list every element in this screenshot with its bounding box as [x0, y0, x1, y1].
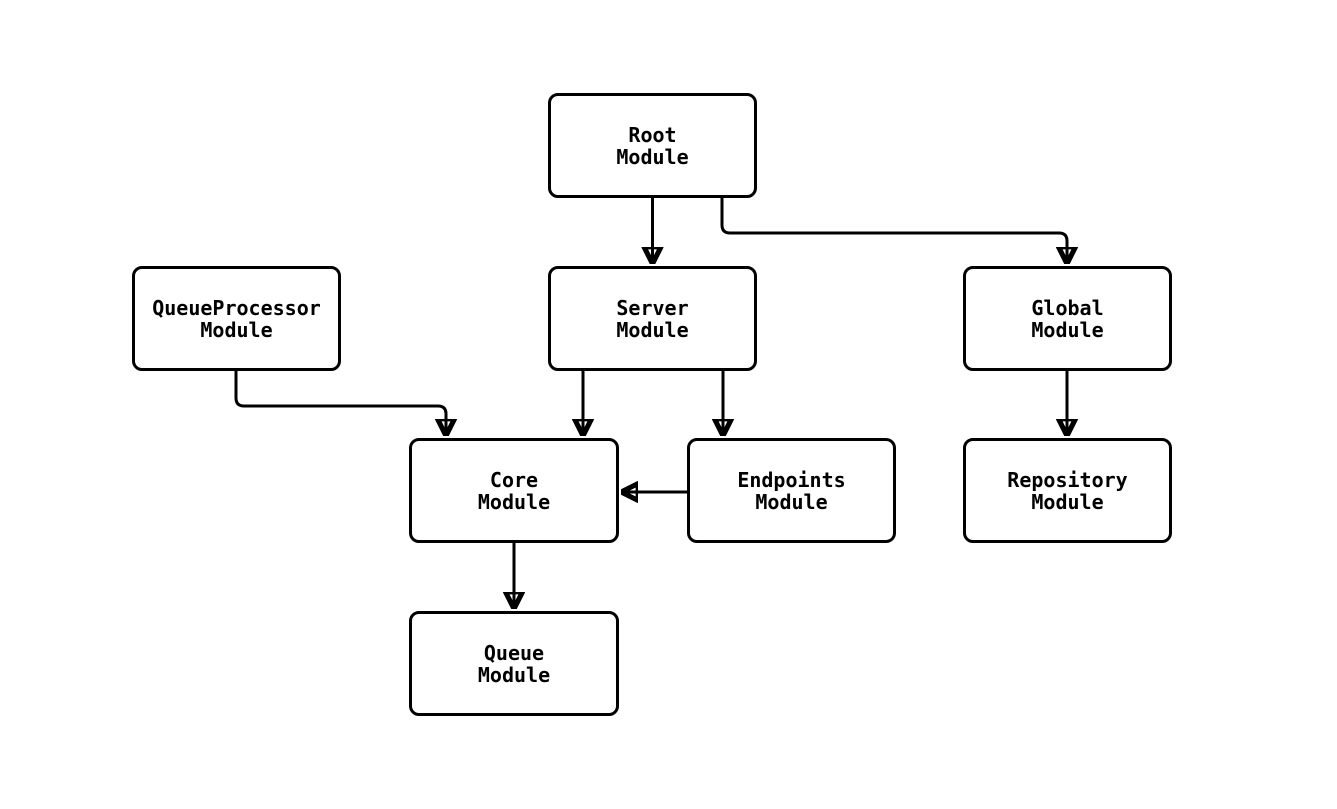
node-label-line2: Module: [616, 317, 689, 342]
node-repository-module: Repository Module: [963, 438, 1172, 543]
node-label-line1: Endpoints: [737, 467, 846, 492]
edge-root-to-global: [720, 198, 1067, 263]
node-label-line1: Repository: [1007, 467, 1128, 492]
node-label-line1: Root: [628, 122, 677, 147]
node-label-line2: Module: [1031, 317, 1104, 342]
node-label-line1: Server: [616, 295, 689, 320]
node-queue-module: Queue Module: [409, 611, 619, 716]
node-label-line2: Module: [200, 317, 273, 342]
node-label-line2: Module: [755, 489, 828, 514]
node-label-line2: Module: [616, 144, 689, 169]
node-queueprocessor-module: QueueProcessor Module: [132, 266, 341, 371]
node-label-line2: Module: [1031, 489, 1104, 514]
node-server-module: Server Module: [548, 266, 757, 371]
edge-queueprocessor-to-core: [234, 371, 446, 435]
node-label-line1: QueueProcessor: [152, 295, 321, 320]
node-core-module: Core Module: [409, 438, 619, 543]
node-label-line1: Global: [1031, 295, 1104, 320]
node-label-line2: Module: [477, 489, 551, 514]
node-label-line1: Core: [489, 467, 539, 492]
node-global-module: Global Module: [963, 266, 1172, 371]
node-root-module: Root Module: [548, 93, 757, 198]
node-label-line1: Queue: [483, 640, 545, 665]
node-label-line2: Module: [477, 662, 551, 687]
node-endpoints-module: Endpoints Module: [687, 438, 896, 543]
